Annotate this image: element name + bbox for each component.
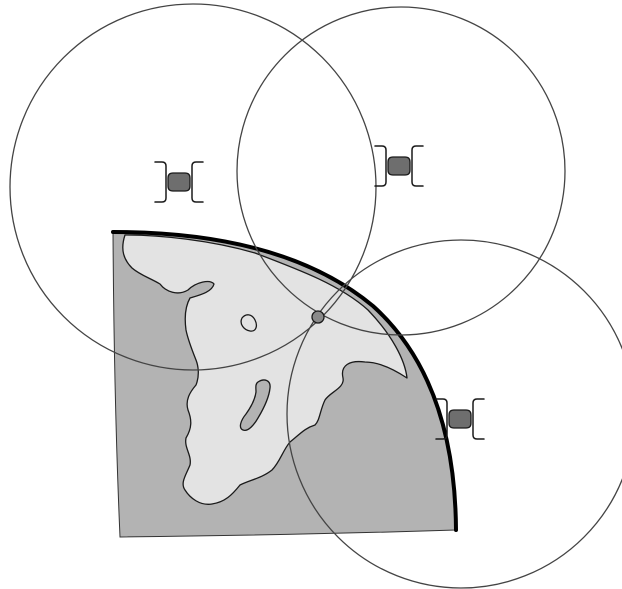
satellite-icon [375, 146, 423, 186]
satellite-icon [155, 162, 203, 202]
receiver-position-icon [312, 311, 324, 323]
